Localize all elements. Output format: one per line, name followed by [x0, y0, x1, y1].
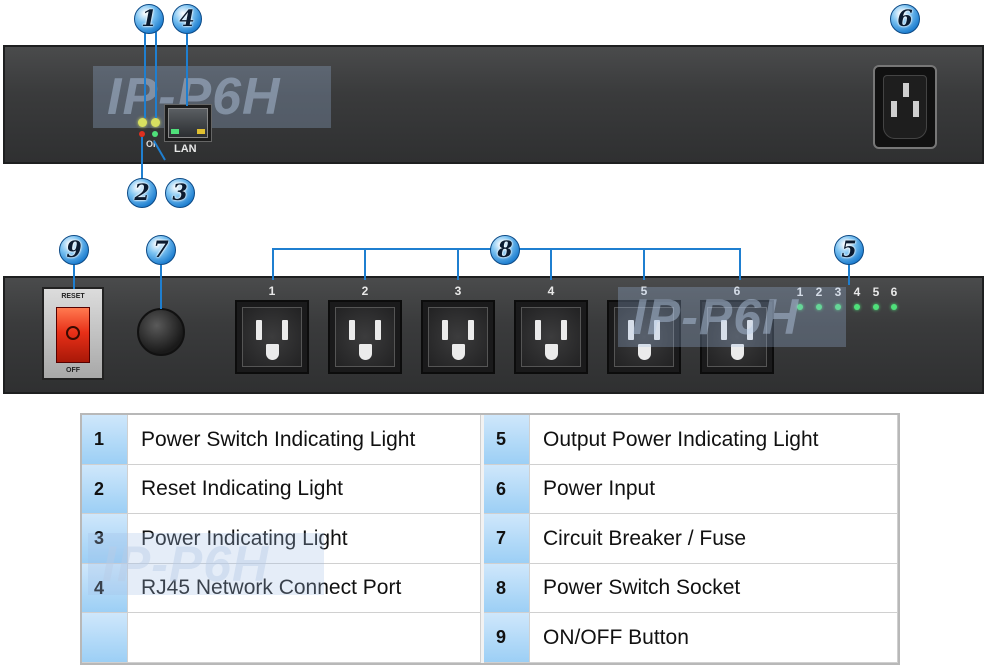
- power-switch-led: [138, 118, 147, 127]
- reset-led: [139, 131, 145, 137]
- output-power-led: [854, 304, 860, 310]
- outlet-face: [707, 307, 767, 367]
- power-outlet[interactable]: [421, 300, 495, 374]
- switch-bottom-label: OFF: [66, 367, 80, 374]
- power-outlet[interactable]: [700, 300, 774, 374]
- power-indicator-led: [152, 131, 158, 137]
- legend-column-divider: [481, 415, 484, 663]
- outlet-face: [428, 307, 488, 367]
- callout-2: 2: [127, 178, 157, 208]
- output-power-led: [797, 304, 803, 310]
- callout-6: 6: [890, 4, 920, 34]
- outlet-number: 6: [733, 284, 741, 298]
- lan-port: [164, 104, 212, 142]
- legend-description: [128, 613, 481, 663]
- callout-7: 7: [146, 235, 176, 265]
- output-led-number: 3: [834, 285, 842, 299]
- switch-rocker[interactable]: [56, 307, 90, 363]
- callout-4: 4: [172, 4, 202, 34]
- callout-3: 3: [165, 178, 195, 208]
- power-outlet[interactable]: [607, 300, 681, 374]
- legend-number: [82, 613, 128, 663]
- callout-1: 1: [134, 4, 164, 34]
- output-led-number: 4: [853, 285, 861, 299]
- legend-description: Circuit Breaker / Fuse: [530, 514, 898, 564]
- output-power-led: [873, 304, 879, 310]
- outlet-number: 5: [640, 284, 648, 298]
- legend-description: Power Switch Indicating Light: [128, 415, 481, 465]
- output-power-led: [816, 304, 822, 310]
- power-inlet: [873, 65, 937, 149]
- outlet-face: [242, 307, 302, 367]
- power-outlet[interactable]: [514, 300, 588, 374]
- lan-link-led: [171, 129, 179, 134]
- power-outlet[interactable]: [235, 300, 309, 374]
- led-caption: OI: [146, 139, 156, 149]
- output-led-number: 6: [890, 285, 898, 299]
- legend-number: 6: [484, 465, 530, 514]
- outlet-number: 4: [547, 284, 555, 298]
- legend-number: 4: [82, 564, 128, 613]
- output-power-led: [835, 304, 841, 310]
- legend-watermark: IP-P6H: [88, 533, 324, 595]
- power-led: [151, 118, 160, 127]
- legend-number: 7: [484, 514, 530, 564]
- legend-description: ON/OFF Button: [530, 613, 898, 663]
- legend-description: Reset Indicating Light: [128, 465, 481, 514]
- output-led-number: 2: [815, 285, 823, 299]
- outlet-number: 3: [454, 284, 462, 298]
- top-watermark: IP-P6H: [93, 66, 331, 128]
- legend-number: 5: [484, 415, 530, 465]
- legend-number: 2: [82, 465, 128, 514]
- output-power-led: [891, 304, 897, 310]
- legend-number: 3: [82, 514, 128, 564]
- circuit-breaker[interactable]: [137, 308, 185, 356]
- lan-activity-led: [197, 129, 205, 134]
- legend-description: RJ45 Network Connect Port: [128, 564, 481, 613]
- outlet-face: [335, 307, 395, 367]
- callout-9: 9: [59, 235, 89, 265]
- outlet-face: [521, 307, 581, 367]
- callout-5: 5: [834, 235, 864, 265]
- on-off-switch[interactable]: RESET OFF: [42, 287, 104, 380]
- legend-number: 9: [484, 613, 530, 663]
- callout-8: 8: [490, 235, 520, 265]
- output-led-number: 1: [796, 285, 804, 299]
- output-led-number: 5: [872, 285, 880, 299]
- lan-label: LAN: [174, 143, 197, 155]
- legend-description: Output Power Indicating Light: [530, 415, 898, 465]
- outlet-number: 1: [268, 284, 276, 298]
- legend-description: Power Indicating Light: [128, 514, 481, 564]
- legend-number: 1: [82, 415, 128, 465]
- switch-top-label: RESET: [61, 293, 85, 300]
- legend-number: 8: [484, 564, 530, 613]
- legend-description: Power Switch Socket: [530, 564, 898, 613]
- power-symbol-icon: [66, 326, 80, 340]
- outlet-number: 2: [361, 284, 369, 298]
- power-outlet[interactable]: [328, 300, 402, 374]
- outlet-face: [614, 307, 674, 367]
- legend-description: Power Input: [530, 465, 898, 514]
- bottom-watermark: IP-P6H: [618, 287, 846, 347]
